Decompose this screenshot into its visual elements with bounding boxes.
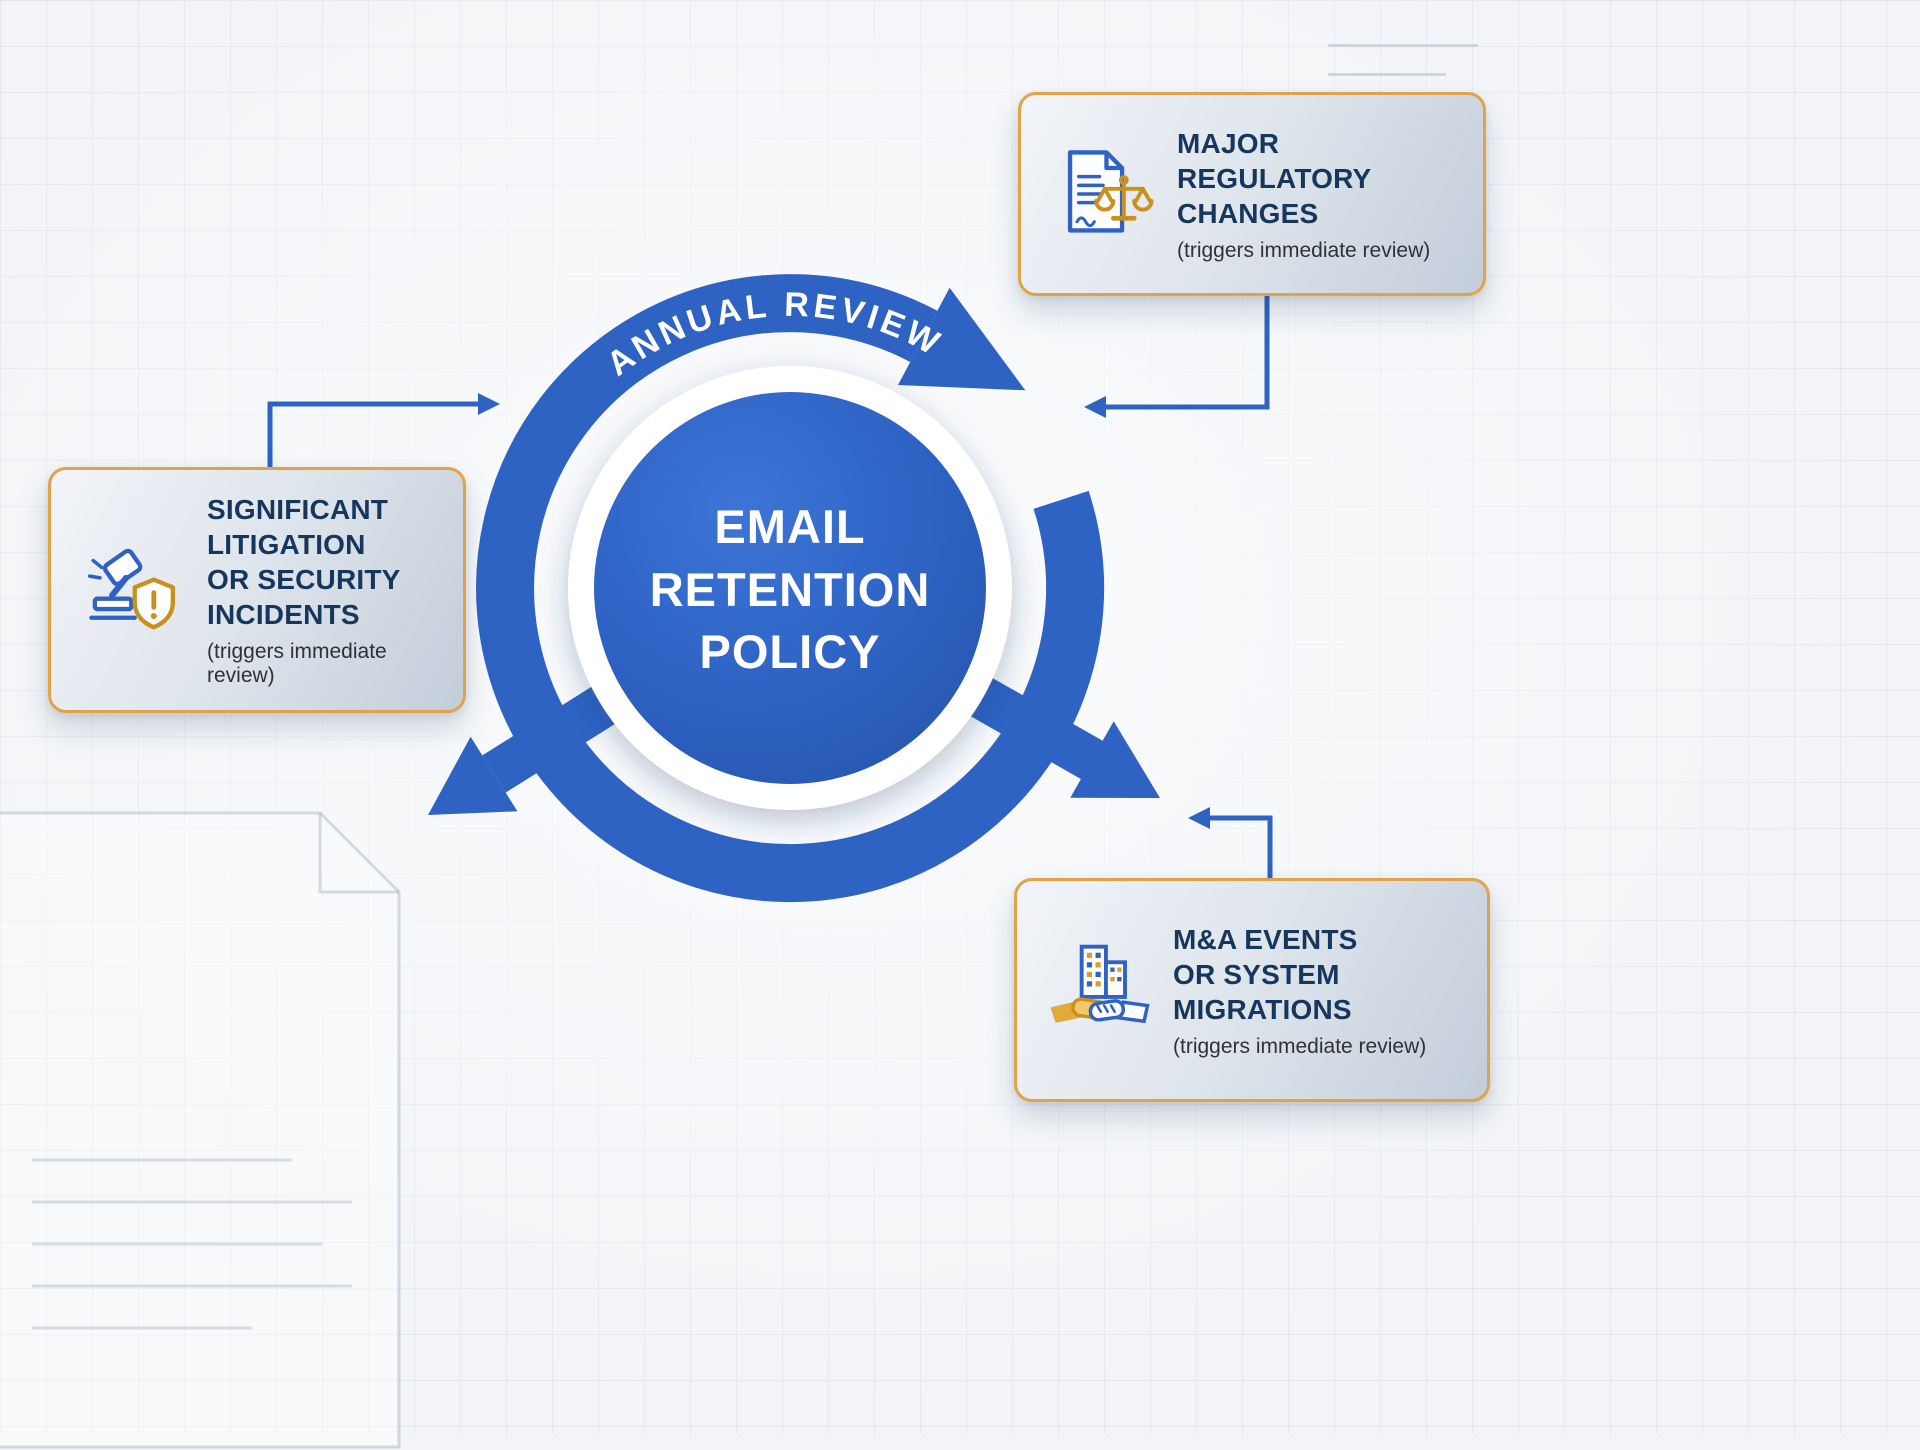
ma-connector-arrowhead-icon <box>1188 807 1210 829</box>
regulatory-changes-title: MAJOR REGULATORY CHANGES <box>1177 127 1372 229</box>
regulatory-changes-card: MAJOR REGULATORY CHANGES (triggers immed… <box>1018 92 1486 296</box>
litigation-connector-arrowhead-icon <box>478 393 500 415</box>
ring-arrowhead-icon <box>898 287 1026 391</box>
connector-arrowheads <box>478 393 1210 829</box>
regulatory-connector-arrowhead-icon <box>1084 396 1106 418</box>
background-line <box>1328 73 1446 76</box>
ma-events-title: M&A EVENTS OR SYSTEM MIGRATIONS <box>1173 923 1358 1025</box>
gavel-shield-icon <box>77 538 189 642</box>
litigation-incidents-card: SIGNIFICANT LITIGATION OR SECURITY INCID… <box>48 467 466 713</box>
center-circle <box>594 392 986 784</box>
litigation-incidents-title: SIGNIFICANT LITIGATION OR SECURITY INCID… <box>207 494 401 630</box>
regulatory-changes-subtitle: (triggers immediate review) <box>1177 238 1431 262</box>
buildings-handshake-icon <box>1043 938 1155 1042</box>
litigation-incidents-text: SIGNIFICANT LITIGATION OR SECURITY INCID… <box>207 492 437 688</box>
connector-lines <box>267 294 1273 880</box>
ma-events-card: M&A EVENTS OR SYSTEM MIGRATIONS (trigger… <box>1014 878 1490 1102</box>
exit-arrow-left-head-icon <box>428 736 518 815</box>
litigation-incidents-subtitle: (triggers immediate review) <box>207 640 387 687</box>
annual-review-ring <box>476 274 1105 903</box>
center-policy-title: EMAIL RETENTION POLICY <box>649 500 931 679</box>
ma-events-subtitle: (triggers immediate review) <box>1173 1034 1427 1058</box>
background-line <box>1328 44 1478 47</box>
exit-arrow-right-head-icon <box>1070 721 1160 798</box>
litigation-connector-line <box>267 401 480 472</box>
ma-events-text: M&A EVENTS OR SYSTEM MIGRATIONS (trigger… <box>1173 922 1426 1059</box>
regulatory-changes-text: MAJOR REGULATORY CHANGES (triggers immed… <box>1177 126 1430 263</box>
document-scales-icon <box>1047 142 1159 246</box>
ma-connector-line <box>1208 815 1273 880</box>
background-document-shape <box>0 811 401 1449</box>
regulatory-connector-line <box>1104 294 1270 410</box>
